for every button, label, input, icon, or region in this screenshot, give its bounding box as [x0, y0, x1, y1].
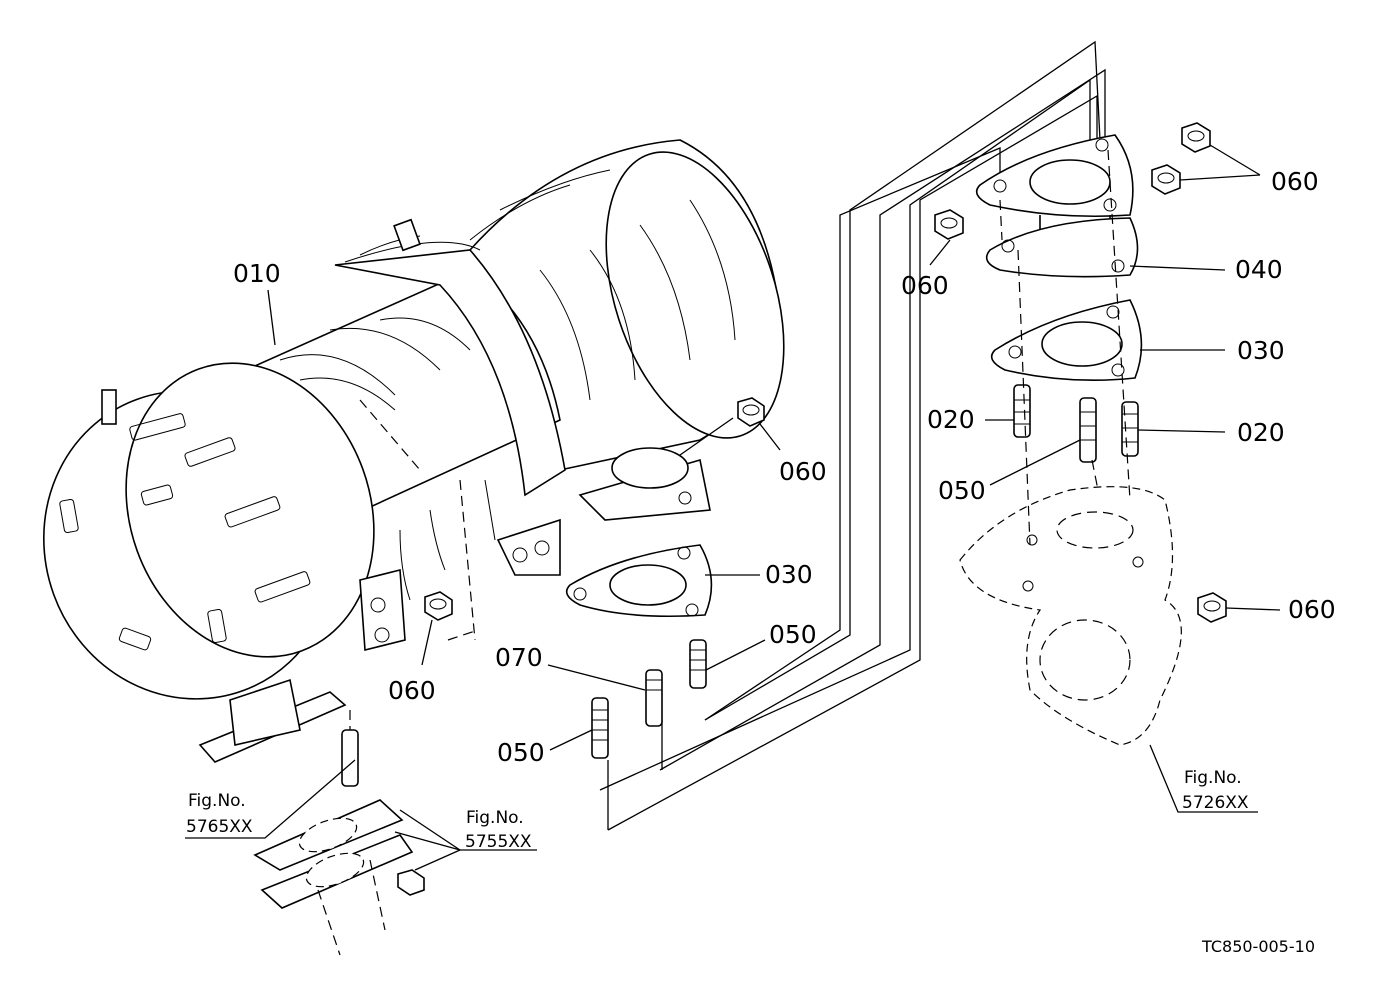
studs-left	[591, 639, 707, 759]
label-030-a: 030	[765, 560, 813, 589]
label-060-b: 060	[388, 676, 436, 705]
label-060-c: 060	[1271, 167, 1319, 196]
label-020-a: 020	[927, 405, 975, 434]
fig-5765-line1: Fig.No.	[188, 791, 246, 811]
label-050-c: 050	[938, 476, 986, 505]
fig-5755-line1: Fig.No.	[466, 808, 524, 828]
dpf-assembly-010	[42, 139, 785, 763]
label-060-d: 060	[901, 271, 949, 300]
label-070: 070	[495, 643, 543, 672]
label-030-b: 030	[1237, 336, 1285, 365]
label-060-a: 060	[779, 457, 827, 486]
right-flange-group	[934, 122, 1227, 746]
drawing-code: TC850-005-10	[1201, 937, 1315, 956]
label-020-b: 020	[1237, 418, 1285, 447]
part-labels: 010 060 030 050 070 050 060 060 060 040 …	[233, 167, 1336, 767]
fig-5726-line2: 5726XX	[1182, 793, 1249, 813]
label-010: 010	[233, 259, 281, 288]
gasket-030-left	[565, 544, 713, 618]
label-060-e: 060	[1288, 595, 1336, 624]
bottom-flange-parts	[253, 710, 425, 956]
leader-lines	[185, 144, 1281, 871]
fig-5765-line2: 5765XX	[186, 817, 253, 837]
nuts-left	[424, 397, 765, 621]
label-040: 040	[1235, 255, 1283, 284]
routing-lines	[599, 40, 1106, 831]
fig-5755-line2: 5755XX	[465, 832, 532, 852]
label-050-a: 050	[769, 620, 817, 649]
figure-references: Fig.No. 5765XX Fig.No. 5755XX Fig.No. 57…	[186, 768, 1249, 852]
fig-5726-line1: Fig.No.	[1184, 768, 1242, 788]
label-050-b: 050	[497, 738, 545, 767]
